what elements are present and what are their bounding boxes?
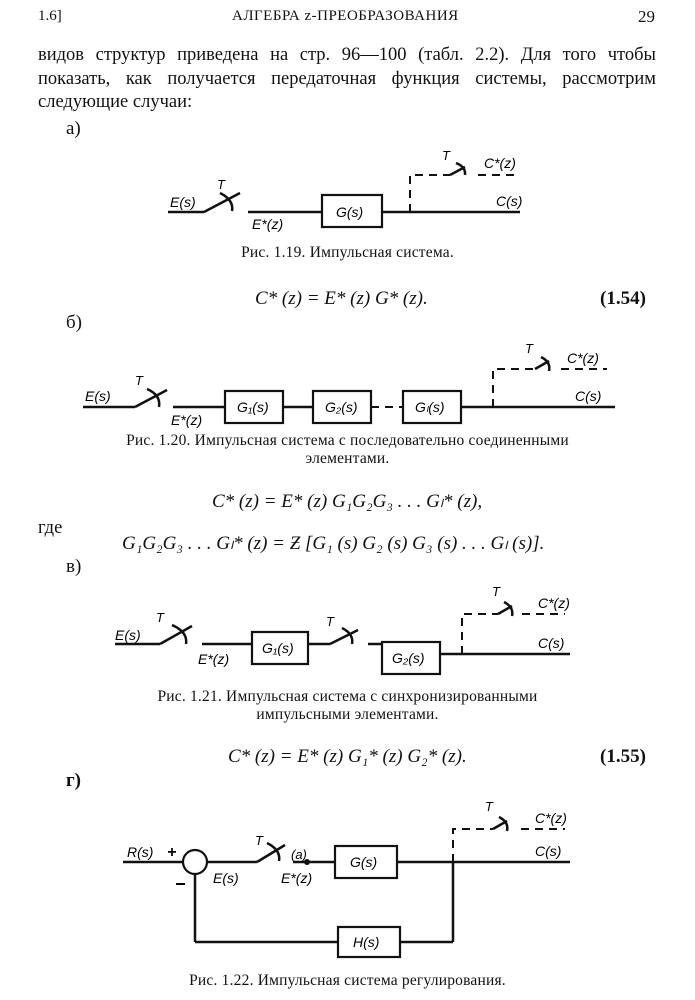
fig20-input-label: E(s) xyxy=(85,388,111,404)
fig22-out-sampled-label: C*(z) xyxy=(535,810,567,826)
fig22-feedback-label: H(s) xyxy=(353,934,379,950)
case-b-label: б) xyxy=(66,312,82,333)
equation-1-55-number: (1.55) xyxy=(600,746,646,767)
section-number: 1.6] xyxy=(38,8,62,24)
fig20-output-label: C(s) xyxy=(575,388,601,404)
fig20-out-sampler-label: T xyxy=(525,341,534,356)
fig21-sampler1-label: T xyxy=(156,610,165,625)
fig20-sampler-label: T xyxy=(135,373,144,388)
fig22-minus-sign: − xyxy=(175,874,186,894)
fig22-error-label: E(s) xyxy=(213,870,239,886)
fig20-block3-label: Gₗ(s) xyxy=(415,399,445,415)
running-title: АЛГЕБРА z-ПРЕОБРАЗОВАНИЯ xyxy=(232,8,459,24)
case-d-label: г) xyxy=(66,770,81,791)
fig19-sampled-label: E*(z) xyxy=(252,216,283,232)
case-c-label: в) xyxy=(66,556,82,577)
fig22-plus-sign: + xyxy=(167,844,176,861)
fig21-input-label: E(s) xyxy=(115,627,141,643)
fig22-block-label: G(s) xyxy=(350,854,377,870)
figure-1-19-diagram: E(s) T E*(z) G(s) T C*(z) C(s) xyxy=(168,148,522,232)
fig21-sampler2-label: T xyxy=(326,614,335,629)
equation-1-54-number: (1.54) xyxy=(600,288,646,309)
figure-1-22-caption: Рис. 1.22. Импульсная система регулирова… xyxy=(189,972,506,989)
fig19-out-sampler-label: T xyxy=(442,148,451,163)
figure-1-19-caption: Рис. 1.19. Импульсная система. xyxy=(241,244,454,261)
figure-1-21-caption-line2: импульсными элементами. xyxy=(256,706,439,723)
equation-1-55: C* (z) = E* (z) G₁* (z) G₂* (z). xyxy=(228,746,467,767)
fig21-out-sampler-label: T xyxy=(492,584,501,599)
fig20-out-sampled-label: C*(z) xyxy=(567,350,599,366)
fig22-sampled-label: E*(z) xyxy=(281,870,312,886)
fig22-point-a-label: (a) xyxy=(291,847,307,862)
where-label: где xyxy=(38,518,63,538)
fig21-block2-label: G₂(s) xyxy=(392,650,425,666)
fig22-input-label: R(s) xyxy=(127,844,153,860)
fig22-output-label: C(s) xyxy=(535,843,561,859)
fig21-sampled-label: E*(z) xyxy=(198,651,229,667)
figure-1-21-caption-line1: Рис. 1.21. Импульсная система с синхрони… xyxy=(157,688,538,705)
fig21-block1-label: G₁(s) xyxy=(262,640,294,656)
page-number: 29 xyxy=(638,7,655,26)
equation-1-54: C* (z) = E* (z) G* (z). xyxy=(255,288,428,309)
fig21-output-label: C(s) xyxy=(538,635,564,651)
fig20-sampled-label: E*(z) xyxy=(171,412,202,428)
fig19-out-sampled-label: C*(z) xyxy=(484,155,516,171)
fig19-output-label: C(s) xyxy=(496,193,522,209)
fig20-block2-label: G₂(s) xyxy=(325,399,358,415)
equation-where: G₁G₂G₃ . . . Gₗ* (z) = Ƶ [G₁ (s) G₂ (s) … xyxy=(122,533,545,554)
fig19-block-label: G(s) xyxy=(336,204,363,220)
intro-paragraph: видов структур приведена на стр. 96—100 … xyxy=(38,45,656,112)
fig20-block1-label: G₁(s) xyxy=(237,399,269,415)
figure-1-21-diagram: E(s) T E*(z) G₁(s) T G₂(s) T C*(z) C(s) xyxy=(115,584,570,676)
fig22-sampler-label: T xyxy=(255,833,264,848)
figure-1-20-caption-line2: элементами. xyxy=(305,450,390,467)
equation-chain: C* (z) = E* (z) G₁G₂G₃ . . . Gₗ* (z), xyxy=(212,491,483,512)
fig21-out-sampled-label: C*(z) xyxy=(538,595,570,611)
figure-1-20-caption-line1: Рис. 1.20. Импульсная система с последов… xyxy=(126,432,569,449)
fig22-out-sampler-label: T xyxy=(485,799,494,814)
fig19-input-label: E(s) xyxy=(170,194,196,210)
fig19-sampler-label: T xyxy=(217,177,226,192)
figure-1-22-diagram: R(s) + − E(s) T (a) E*(z) G(s) H(s) T C*… xyxy=(123,799,570,959)
case-a-label: а) xyxy=(66,118,81,139)
figure-1-20-diagram: E(s) T E*(z) G₁(s) G₂(s) Gₗ(s) T C*(z) C… xyxy=(83,341,615,428)
